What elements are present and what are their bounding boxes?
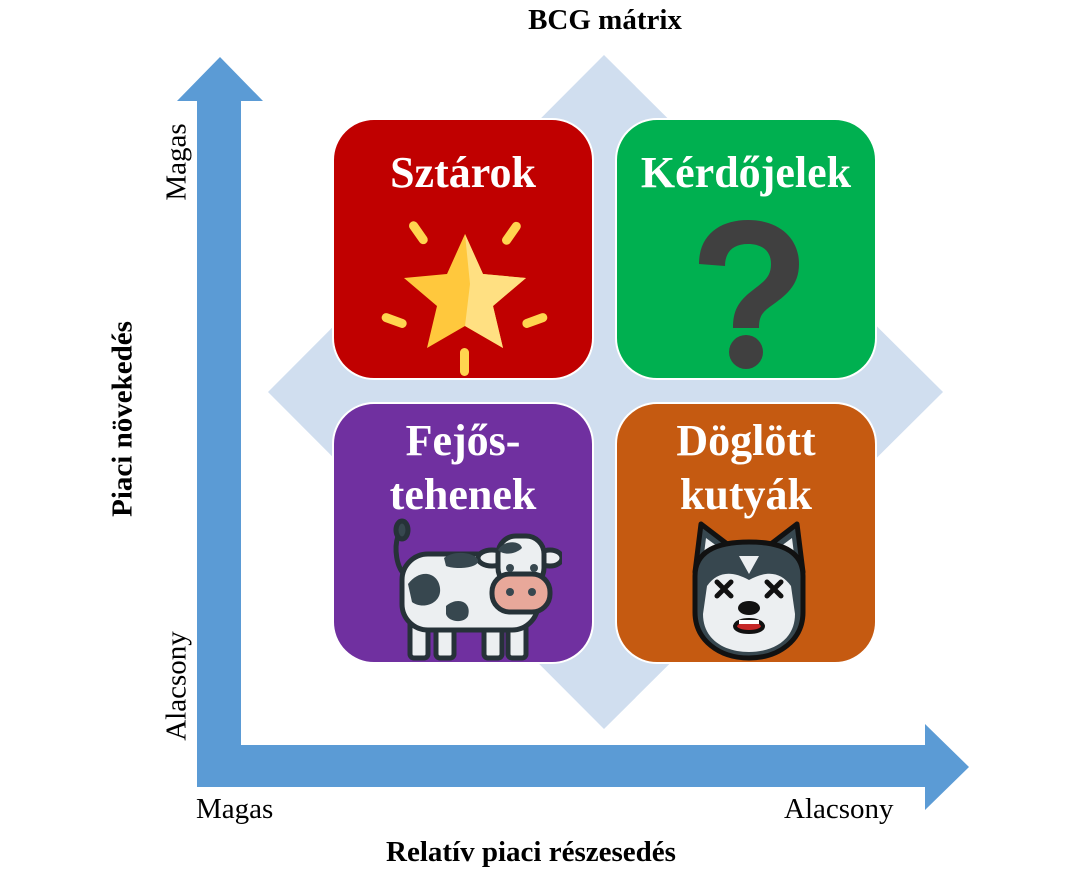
x-axis-title: Relatív piaci részesedés: [386, 836, 676, 868]
quadrant-stars-label: Sztárok: [390, 148, 536, 197]
y-axis-arrow: [177, 57, 263, 787]
quadrant-cash-cows: Fejős- tehenek: [332, 402, 594, 664]
y-axis-tick-bottom: Alacsony: [160, 631, 193, 741]
question-mark-icon: [699, 220, 799, 369]
quadrant-dogs-label-line2: kutyák: [679, 470, 813, 519]
quadrant-cash-cows-label-line2: tehenek: [389, 470, 537, 519]
diagram-title: BCG mátrix: [528, 4, 682, 36]
quadrant-question-marks-label: Kérdőjelek: [640, 148, 852, 197]
y-axis-tick-top: Magas: [160, 123, 193, 201]
quadrant-dogs: Döglött kutyák: [615, 402, 877, 664]
x-axis-tick-right: Alacsony: [784, 793, 894, 825]
quadrant-cash-cows-label-line1: Fejős-: [405, 416, 521, 465]
star-icon: [381, 221, 548, 376]
quadrant-dogs-label-line1: Döglött: [676, 416, 816, 465]
y-axis-title: Piaci növekedés: [106, 321, 139, 517]
x-axis-arrow: [197, 724, 969, 810]
dead-dog-icon: [692, 521, 806, 661]
x-axis-tick-left: Magas: [196, 793, 274, 825]
cow-icon: [393, 518, 562, 661]
quadrant-question-marks: Kérdőjelek: [615, 118, 877, 380]
quadrant-stars: Sztárok: [332, 118, 594, 380]
